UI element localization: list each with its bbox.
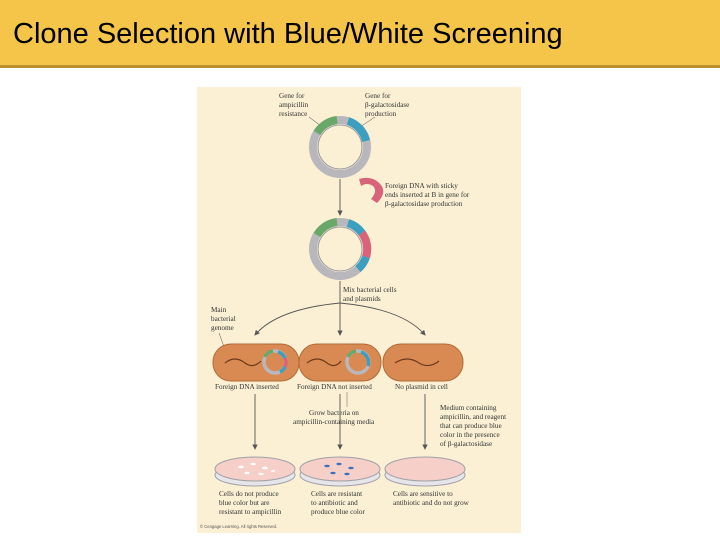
medium-label-2: ampicillin, and reagent <box>440 413 506 421</box>
main-genome-label-2: bacterial <box>211 315 236 323</box>
grow-label-1: Grow bacteria on <box>309 409 359 417</box>
main-genome-label-1: Main <box>211 306 227 314</box>
outcome-3-line-1: Cells are sensitive to <box>393 490 453 498</box>
petri-dish-no-growth <box>384 456 466 487</box>
petri-dish-blue-colonies <box>299 456 381 487</box>
figure-panel: Gene for ampicillin resistance Gene for … <box>197 87 521 533</box>
foreign-dna-fragment <box>359 177 384 203</box>
outcome-3-line-2: antibiotic and do not grow <box>393 499 470 507</box>
bgal-gene-label-3: production <box>365 110 397 118</box>
cell-label-1: Foreign DNA inserted <box>215 383 279 391</box>
cell-label-2: Foreign DNA not inserted <box>297 383 372 391</box>
arrow-to-cell-1 <box>254 302 341 336</box>
main-genome-label-3: genome <box>211 324 234 332</box>
outcome-1-line-2: blue color but are <box>219 499 270 507</box>
bgal-gene-label-2: β-galactosidase <box>365 101 409 109</box>
petri-dish-white-colonies <box>214 456 296 487</box>
cloning-diagram: Gene for ampicillin resistance Gene for … <box>200 92 506 529</box>
outcome-2-line-2: to antibiotic and <box>311 499 358 507</box>
foreign-dna-label-1: Foreign DNA with sticky <box>385 182 458 190</box>
cell-label-3: No plasmid in cell <box>395 383 448 391</box>
outcome-1-line-1: Cells do not produce <box>219 490 279 498</box>
foreign-dna-label-3: β-galactosidase production <box>385 200 463 208</box>
amp-gene-label-2: ampicillin <box>279 101 309 109</box>
plasmid-recombinant <box>309 218 372 280</box>
arrow-to-cell-3 <box>339 302 426 336</box>
slide-title: Clone Selection with Blue/White Screenin… <box>13 18 563 50</box>
amp-gene-label-1: Gene for <box>279 92 305 100</box>
mix-label-2: and plasmids <box>343 295 381 303</box>
grow-label-2: ampicillin-containing media <box>293 418 375 426</box>
outcome-2-line-3: produce blue color <box>311 508 365 516</box>
amp-gene-label-3: resistance <box>279 110 307 118</box>
medium-label-4: color in the presence <box>440 431 500 439</box>
outcome-1-line-3: resistant to ampicillin <box>219 508 282 516</box>
medium-label-3: that can produce blue <box>440 422 502 430</box>
bacterial-cell-not-inserted <box>298 343 382 382</box>
foreign-dna-label-2: ends inserted at B in gene for <box>385 191 470 199</box>
bacterial-cell-inserted <box>212 343 300 382</box>
medium-label-5: of β-galactosidase <box>440 440 492 448</box>
outcome-2-line-1: Cells are resistant <box>311 490 362 498</box>
bgal-gene-label-1: Gene for <box>365 92 391 100</box>
plasmid-original <box>309 116 371 178</box>
credit-line: © Cengage Learning. All rights Reserved. <box>200 524 277 529</box>
mix-label-1: Mix bacterial cells <box>343 286 397 294</box>
bacterial-cell-no-plasmid <box>382 343 464 382</box>
title-bar: Clone Selection with Blue/White Screenin… <box>0 0 720 68</box>
medium-label-1: Medium containing <box>440 404 497 412</box>
